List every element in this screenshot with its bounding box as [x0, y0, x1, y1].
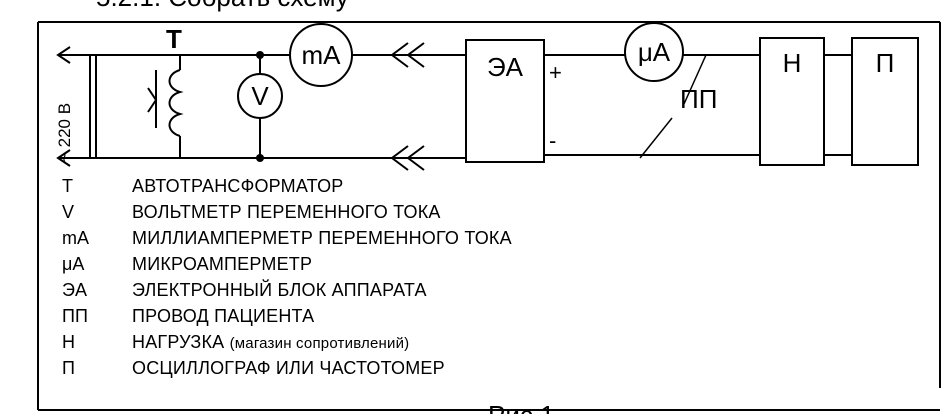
connector-top	[388, 42, 466, 68]
plus-terminal-label: +	[549, 60, 562, 85]
figure-caption: Рис.1	[488, 400, 555, 414]
legend-row: μA МИКРОАМПЕРМЕТР	[62, 254, 312, 274]
legend-row: Т АВТОТРАНСФОРМАТОР	[62, 176, 343, 196]
patient-wire-pointers	[639, 54, 707, 159]
oscilloscope-block	[851, 37, 919, 166]
oscilloscope-label: П	[876, 48, 895, 78]
legend-desc: ЭЛЕКТРОННЫЙ БЛОК АППАРАТА	[132, 279, 427, 300]
microammeter-label: μA	[638, 37, 671, 67]
autotransformer-symbol	[147, 55, 184, 158]
legend-row: V ВОЛЬТМЕТР ПЕРЕМЕННОГО ТОКА	[62, 202, 441, 222]
load-block	[759, 37, 825, 166]
load-to-scope-wires	[824, 54, 852, 156]
transformer-label: T	[166, 24, 182, 54]
legend-row: Н НАГРУЗКА (магазин сопротивлений)	[62, 332, 409, 352]
connector-bottom	[388, 145, 466, 171]
legend-abbr: П	[62, 358, 75, 378]
electronic-block-label: ЭА	[487, 52, 524, 82]
legend-desc-note: (магазин сопротивлений)	[230, 335, 410, 352]
legend-abbr: μA	[62, 254, 84, 274]
legend-abbr: V	[62, 202, 74, 222]
legend-desc: ВОЛЬТМЕТР ПЕРЕМЕННОГО ТОКА	[132, 202, 441, 222]
legend-desc: МИЛЛИАМПЕРМЕТР ПЕРЕМЕННОГО ТОКА	[132, 228, 512, 248]
legend-row: ПП ПРОВОД ПАЦИЕНТА	[62, 306, 314, 326]
voltmeter-symbol	[237, 55, 283, 158]
legend-desc: АВТОТРАНСФОРМАТОР	[132, 176, 343, 196]
legend-abbr: mA	[62, 228, 89, 248]
legend-abbr: Т	[62, 176, 73, 196]
electronic-block	[465, 39, 545, 163]
header-text: 5.2.1. Собрать схему	[96, 0, 349, 12]
figure-frame	[37, 21, 941, 411]
legend-desc-main: НАГРУЗКА	[132, 332, 224, 352]
legend-abbr: ЭА	[62, 280, 87, 300]
voltmeter-label: V	[251, 81, 269, 111]
minus-terminal-label: -	[549, 128, 556, 153]
patient-wire-label: ПП	[680, 84, 717, 114]
legend-row: П ОСЦИЛЛОГРАФ ИЛИ ЧАСТОТОМЕР	[62, 358, 445, 378]
load-label: Н	[783, 48, 802, 78]
microammeter-symbol	[624, 22, 684, 82]
legend-desc: МИКРОАМПЕРМЕТР	[132, 254, 312, 274]
legend-row: ЭА ЭЛЕКТРОННЫЙ БЛОК АППАРАТА	[62, 279, 427, 300]
legend: Т АВТОТРАНСФОРМАТОР V ВОЛЬТМЕТР ПЕРЕМЕНН…	[62, 176, 512, 378]
legend-abbr: ПП	[62, 306, 88, 326]
legend-desc: НАГРУЗКА (магазин сопротивлений)	[132, 332, 409, 352]
legend-desc: ОСЦИЛЛОГРАФ ИЛИ ЧАСТОТОМЕР	[132, 358, 445, 378]
legend-desc: ПРОВОД ПАЦИЕНТА	[132, 306, 314, 326]
milliammeter-label: mA	[302, 40, 342, 70]
legend-row: mA МИЛЛИАМПЕРМЕТР ПЕРЕМЕННОГО ТОКА	[62, 228, 512, 248]
milliammeter-symbol	[289, 23, 353, 87]
mains-voltage-label: ~ 220 В	[55, 103, 74, 162]
legend-abbr: Н	[62, 332, 75, 352]
mains-input	[56, 46, 98, 167]
output-wires	[544, 54, 760, 156]
